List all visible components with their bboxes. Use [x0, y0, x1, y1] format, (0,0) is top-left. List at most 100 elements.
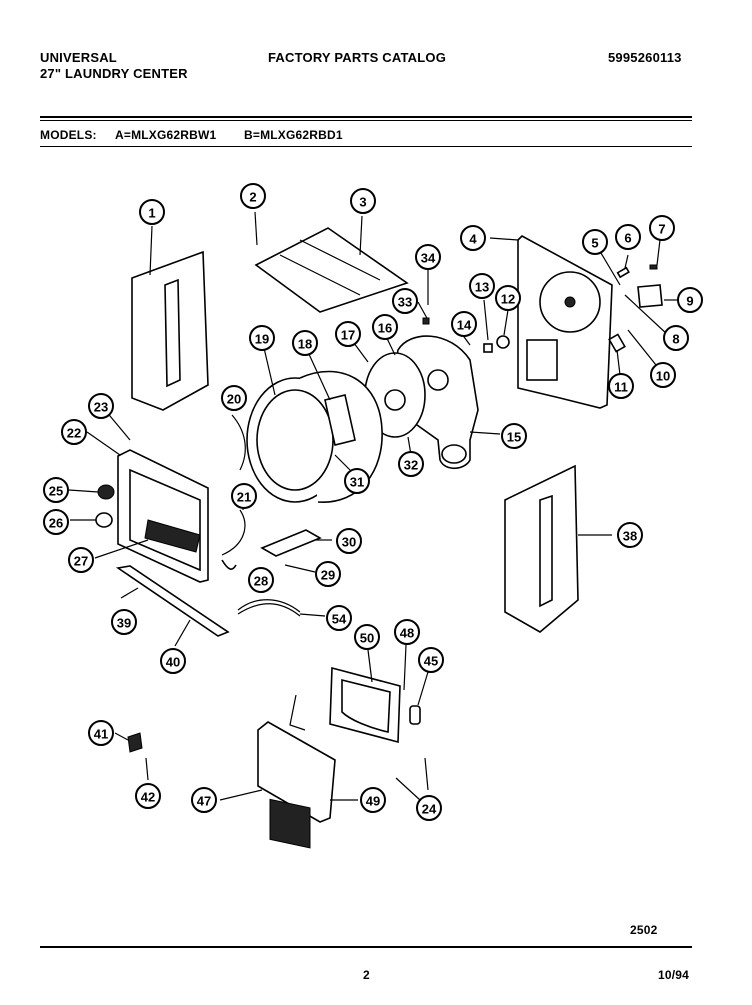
product-name: 27" LAUNDRY CENTER [40, 66, 188, 81]
callout-bubble [582, 229, 608, 255]
callout-label: 15 [507, 430, 521, 445]
callout-bubble [663, 325, 689, 351]
callout-bubble [135, 783, 161, 809]
callout-bubble [326, 605, 352, 631]
model-a: A=MLXG62RBW1 [115, 128, 217, 142]
callout-38: 38 [617, 522, 643, 548]
callout-8: 8 [663, 325, 689, 351]
callout-42: 42 [135, 783, 161, 809]
callout-30: 30 [336, 528, 362, 554]
callout-47: 47 [191, 787, 217, 813]
models-rule [40, 146, 692, 147]
part-door-panel [257, 721, 336, 823]
callout-bubble [354, 624, 380, 650]
callout-bubble [418, 647, 444, 673]
callout-label: 18 [298, 337, 312, 352]
callout-label: 8 [672, 332, 679, 347]
model-b: B=MLXG62RBD1 [244, 128, 343, 142]
callout-bubble [350, 188, 376, 214]
callout-20: 20 [221, 385, 247, 411]
callout-label: 38 [623, 529, 637, 544]
callout-bubble [608, 373, 634, 399]
callout-29: 29 [315, 561, 341, 587]
callout-label: 40 [166, 655, 180, 670]
header-rule-top [40, 116, 692, 118]
callout-label: 20 [227, 392, 241, 407]
callout-label: 4 [469, 232, 477, 247]
callout-bubble [248, 567, 274, 593]
callout-label: 41 [94, 727, 108, 742]
callout-label: 1 [148, 206, 155, 221]
callout-label: 14 [457, 318, 472, 333]
callout-label: 49 [366, 794, 380, 809]
callout-19: 19 [249, 325, 275, 351]
callout-bubble [231, 483, 257, 509]
callout-label: 50 [360, 631, 374, 646]
callout-bubble [43, 477, 69, 503]
callout-label: 11 [614, 380, 628, 395]
callout-label: 29 [321, 568, 335, 583]
callout-49: 49 [360, 787, 386, 813]
callout-bubble [292, 330, 318, 356]
callout-label: 21 [237, 490, 251, 505]
catalog-number: 5995260113 [608, 50, 682, 65]
callout-54: 54 [326, 605, 352, 631]
callout-bubble [416, 795, 442, 821]
callout-13: 13 [469, 273, 495, 299]
callout-label: 45 [424, 654, 438, 669]
callout-bubble [394, 619, 420, 645]
callout-11: 11 [608, 373, 634, 399]
callout-33: 33 [392, 288, 418, 314]
callout-21: 21 [231, 483, 257, 509]
callout-17: 17 [335, 321, 361, 347]
callout-label: 19 [255, 332, 269, 347]
callout-39: 39 [111, 609, 137, 635]
callout-bubble [615, 224, 641, 250]
part-duct [260, 529, 322, 557]
callout-bubble [415, 244, 441, 270]
callout-bubble [68, 547, 94, 573]
part-bracket [637, 284, 663, 308]
callout-22: 22 [61, 419, 87, 445]
callout-bubble [240, 183, 266, 209]
callout-label: 30 [342, 535, 356, 550]
callout-bubble [88, 393, 114, 419]
callout-41: 41 [88, 720, 114, 746]
callout-32: 32 [398, 451, 424, 477]
callout-3: 3 [350, 188, 376, 214]
callout-label: 48 [400, 626, 414, 641]
callout-5: 5 [582, 229, 608, 255]
callout-12: 12 [495, 285, 521, 311]
callout-label: 23 [94, 400, 108, 415]
callout-label: 25 [49, 484, 63, 499]
callout-24: 24 [416, 795, 442, 821]
page-number: 2 [363, 968, 370, 982]
callout-bubble [249, 325, 275, 351]
callout-label: 2 [249, 190, 256, 205]
callout-bubble [650, 362, 676, 388]
callout-label: 26 [49, 516, 63, 531]
models-label: MODELS: [40, 128, 97, 142]
callout-label: 31 [350, 475, 364, 490]
callout-25: 25 [43, 477, 69, 503]
callout-27: 27 [68, 547, 94, 573]
callout-label: 16 [378, 321, 392, 336]
callout-label: 5 [591, 236, 598, 251]
callout-label: 22 [67, 426, 81, 441]
callout-34: 34 [415, 244, 441, 270]
callout-label: 12 [501, 292, 515, 307]
callout-bubble [451, 311, 477, 337]
callout-label: 17 [341, 328, 355, 343]
footer-rule [40, 946, 692, 948]
callout-31: 31 [344, 468, 370, 494]
callout-label: 42 [141, 790, 155, 805]
part-top-panel [254, 227, 409, 313]
callout-label: 6 [624, 231, 631, 246]
callout-bubble [61, 419, 87, 445]
callout-bubble [460, 225, 486, 251]
callout-40: 40 [160, 648, 186, 674]
callout-4: 4 [460, 225, 486, 251]
callout-bubble [160, 648, 186, 674]
callout-label: 24 [422, 802, 437, 817]
